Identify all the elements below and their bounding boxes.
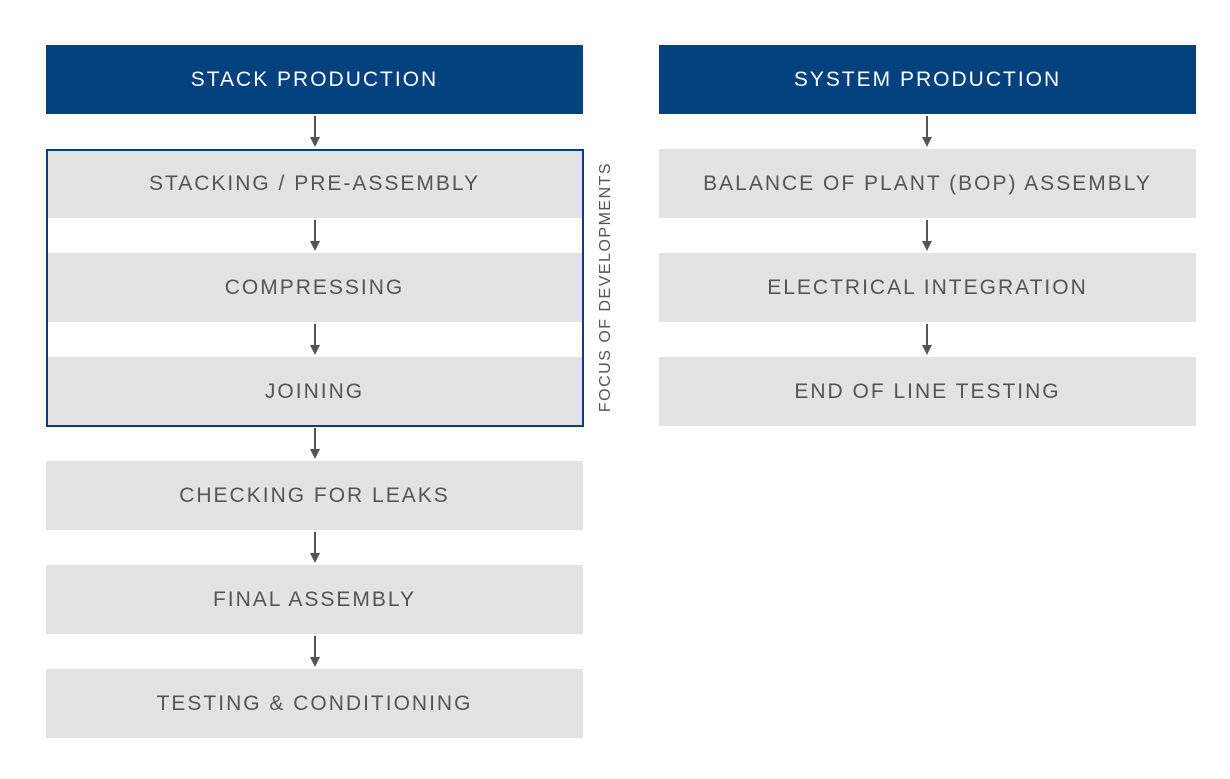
step-final-assembly: FINAL ASSEMBLY bbox=[46, 565, 583, 634]
arrow-down-icon bbox=[309, 636, 321, 668]
step-electrical-integration: ELECTRICAL INTEGRATION bbox=[659, 253, 1196, 322]
arrow-down-icon bbox=[309, 324, 321, 356]
arrow-down-icon bbox=[921, 324, 933, 356]
system-production-header: SYSTEM PRODUCTION bbox=[659, 45, 1196, 114]
arrow-down-icon bbox=[309, 116, 321, 148]
arrow-down-icon bbox=[309, 220, 321, 252]
step-compressing: COMPRESSING bbox=[46, 253, 583, 322]
step-checking-for-leaks: CHECKING FOR LEAKS bbox=[46, 461, 583, 530]
arrow-down-icon bbox=[921, 116, 933, 148]
step-joining: JOINING bbox=[46, 357, 583, 426]
step-stacking-pre-assembly: STACKING / PRE-ASSEMBLY bbox=[46, 149, 583, 218]
step-testing-conditioning: TESTING & CONDITIONING bbox=[46, 669, 583, 738]
arrow-down-icon bbox=[309, 532, 321, 564]
step-end-of-line-testing: END OF LINE TESTING bbox=[659, 357, 1196, 426]
focus-of-developments-label: FOCUS OF DEVELOPMENTS bbox=[597, 161, 614, 413]
arrow-down-icon bbox=[921, 220, 933, 252]
step-bop-assembly: BALANCE OF PLANT (BOP) ASSEMBLY bbox=[659, 149, 1196, 218]
arrow-down-icon bbox=[309, 428, 321, 460]
stack-production-header: STACK PRODUCTION bbox=[46, 45, 583, 114]
